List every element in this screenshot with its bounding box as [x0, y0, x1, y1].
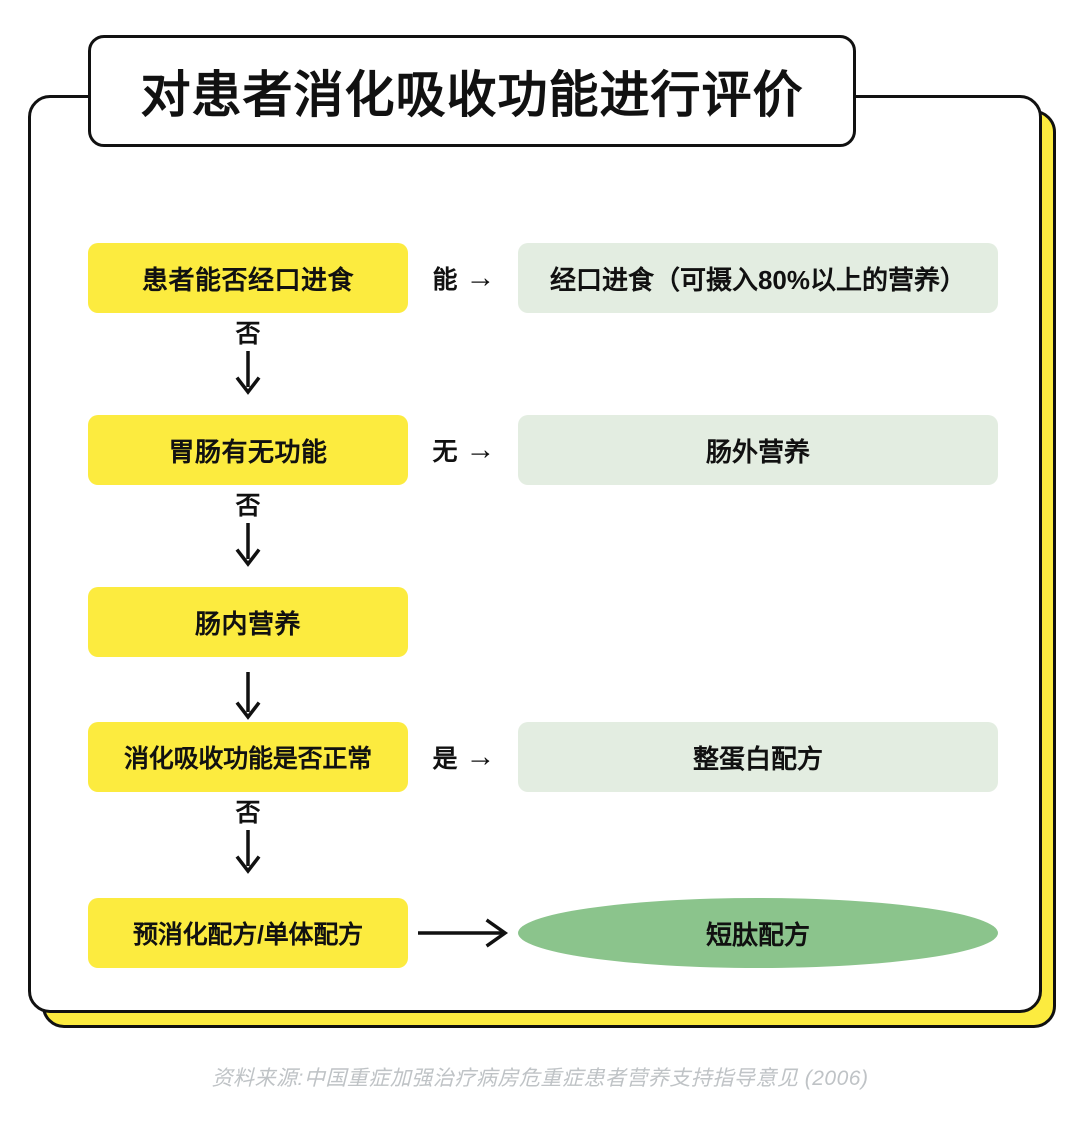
arrow-right-icon: → — [465, 433, 496, 466]
arrow-down-icon — [235, 351, 261, 395]
branch-2: 无 → — [410, 415, 518, 485]
arrow-right-long-icon — [410, 898, 518, 968]
arrow-down-icon — [235, 672, 261, 720]
outcome-box-1[interactable]: 经口进食（可摄入80%以上的营养） — [518, 243, 998, 313]
outcome-box-4-label: 整蛋白配方 — [692, 743, 823, 774]
arrow-right-icon: → — [465, 740, 496, 773]
connector-4: 否 — [88, 801, 408, 874]
decision-box-4-label: 消化吸收功能是否正常 — [123, 745, 372, 773]
flow-row-3: 肠内营养 — [88, 587, 1000, 657]
source-footer: 资料来源:中国重症加强治疗病房危重症患者营养支持指导意见 (2006) — [0, 1062, 1080, 1092]
arrow-down-icon — [235, 523, 261, 567]
connector-3 — [88, 672, 408, 720]
decision-box-2-label: 胃肠有无功能 — [168, 436, 328, 467]
connector-1-label: 否 — [235, 320, 261, 348]
outcome-box-2-label: 肠外营养 — [705, 436, 810, 467]
arrow-down-icon — [235, 830, 261, 874]
title-box: 对患者消化吸收功能进行评价 — [88, 35, 856, 147]
branch-4-label: 是 — [432, 745, 458, 773]
flow-row-5: 预消化配方/单体配方 短肽配方 — [88, 898, 1000, 968]
connector-2-label: 否 — [235, 492, 261, 520]
outcome-box-4[interactable]: 整蛋白配方 — [518, 722, 998, 792]
flow-row-4: 消化吸收功能是否正常 是 → 整蛋白配方 — [88, 722, 1000, 792]
page-title: 对患者消化吸收功能进行评价 — [140, 67, 804, 123]
arrow-right-icon: → — [465, 261, 496, 294]
flow-row-1: 患者能否经口进食 能 → 经口进食（可摄入80%以上的营养） — [88, 243, 1000, 313]
decision-box-5-label: 预消化配方/单体配方 — [133, 921, 363, 949]
outcome-ellipse-5[interactable]: 短肽配方 — [518, 898, 998, 968]
source-footer-text: 资料来源:中国重症加强治疗病房危重症患者营养支持指导意见 (2006) — [211, 1067, 869, 1090]
branch-2-label: 无 — [432, 438, 458, 466]
decision-box-5[interactable]: 预消化配方/单体配方 — [88, 898, 408, 968]
decision-box-3-label: 肠内营养 — [194, 608, 301, 639]
decision-box-3[interactable]: 肠内营养 — [88, 587, 408, 657]
flow-row-2: 胃肠有无功能 无 → 肠外营养 — [88, 415, 1000, 485]
decision-box-1[interactable]: 患者能否经口进食 — [88, 243, 408, 313]
connector-1: 否 — [88, 322, 408, 395]
branch-1-label: 能 — [432, 266, 458, 294]
outcome-ellipse-5-label: 短肽配方 — [705, 919, 810, 950]
outcome-box-1-label: 经口进食（可摄入80%以上的营养） — [549, 264, 967, 295]
connector-2: 否 — [88, 494, 408, 567]
connector-4-label: 否 — [235, 799, 261, 827]
branch-1: 能 → — [410, 243, 518, 313]
decision-box-1-label: 患者能否经口进食 — [141, 264, 354, 295]
outcome-box-2[interactable]: 肠外营养 — [518, 415, 998, 485]
branch-4: 是 → — [410, 722, 518, 792]
decision-box-2[interactable]: 胃肠有无功能 — [88, 415, 408, 485]
decision-box-4[interactable]: 消化吸收功能是否正常 — [88, 722, 408, 792]
